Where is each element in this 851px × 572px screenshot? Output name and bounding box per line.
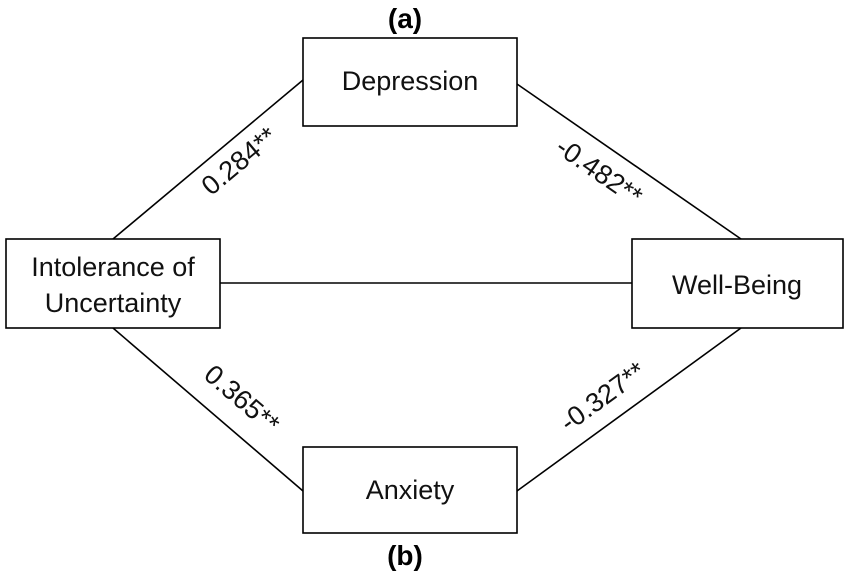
edge-depression-to-wellbeing: [516, 83, 742, 240]
node-intolerance-label-line1: Intolerance of: [31, 252, 195, 282]
edge-anxiety-to-wellbeing: [516, 327, 742, 492]
node-depression-box: [302, 37, 518, 127]
coef-depression-to-wellbeing: -0.482**: [550, 131, 648, 211]
edge-iu-to-depression: [112, 79, 304, 240]
panel-label-a: (a): [388, 3, 422, 34]
coef-anxiety-to-wellbeing: -0.327**: [554, 356, 651, 438]
node-intolerance-box: [5, 238, 221, 329]
edge-iu-to-anxiety: [112, 327, 304, 492]
node-depression: Depression: [302, 37, 518, 127]
node-wellbeing-box: [631, 238, 844, 329]
panel-label-b: (b): [387, 540, 423, 571]
node-anxiety-box: [302, 446, 518, 534]
node-intolerance-of-uncertainty: Intolerance of Uncertainty: [5, 238, 221, 329]
node-well-being: Well-Being: [631, 238, 844, 329]
node-anxiety: Anxiety: [302, 446, 518, 534]
node-intolerance-label-line2: Uncertainty: [45, 288, 182, 318]
node-anxiety-label: Anxiety: [366, 475, 455, 505]
coef-iu-to-anxiety: 0.365**: [198, 359, 285, 440]
node-wellbeing-label: Well-Being: [672, 270, 802, 300]
node-depression-label: Depression: [342, 66, 479, 96]
